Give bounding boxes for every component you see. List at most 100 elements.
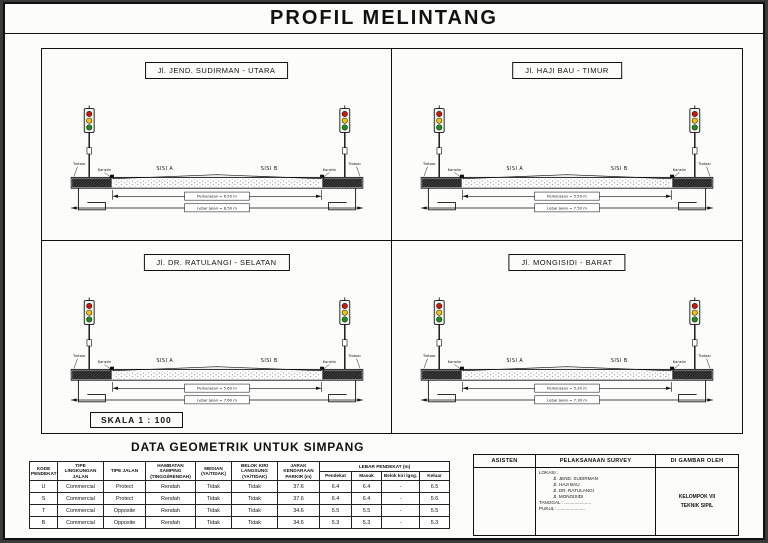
table-cell: T	[29, 504, 58, 518]
sub-header: Pendekat	[319, 470, 352, 482]
table-cell: 37.6	[277, 492, 320, 506]
road-deck	[70, 366, 363, 381]
street-label: Jl. MONGISIDI - BARAT	[508, 254, 626, 271]
road-deck	[420, 366, 714, 381]
table-cell: -	[381, 492, 420, 506]
col-header: HAMBATAN SAMPING (TINGGI/RENDAH)	[145, 460, 196, 482]
col-header: TIPE LINGKUNGAN JALAN	[57, 460, 104, 482]
col-header-group: LEBAR PENDEKAT (m)	[318, 461, 451, 472]
table-cell: S	[29, 492, 58, 506]
traffic-light-icon	[689, 105, 701, 178]
title-block-header-asisten: ASISTEN	[474, 455, 536, 468]
table-cell: 5.5	[351, 504, 382, 518]
col-header: TIPE JALAN	[103, 460, 146, 482]
svg-text:Kanstin: Kanstin	[448, 168, 461, 172]
sisi-a-label: SISI A	[156, 166, 173, 172]
sub-header: Keluar	[418, 470, 451, 482]
col-header: JARAK KENDARAAN PARKIR (m)	[277, 460, 320, 482]
table-cell: Rendah	[145, 516, 196, 530]
title-block-asisten-cell	[474, 468, 536, 535]
table-cell: 5.5	[319, 504, 352, 518]
sisi-b-label: SISI B	[260, 166, 277, 172]
table-cell: Commercial	[57, 492, 104, 506]
geo-table: KODE PENDEKAT TIPE LINGKUNGAN JALAN TIPE…	[29, 460, 451, 530]
drawing-sheet: PROFIL MELINTANG Jl. JEND. SUDIRMAN - UT…	[3, 2, 765, 540]
title-strip: PROFIL MELINTANG	[5, 4, 763, 34]
dimension-boxes: Perkerasan = 6.50 m Lebar Jalan = 8.50 m	[183, 191, 250, 213]
tanggal-line: TANGGAL : .....................	[539, 499, 592, 505]
table-cell: Rendah	[145, 480, 196, 494]
lokasi-street: Jl. JEND. SUDIRMAN	[553, 475, 598, 481]
title-block: ASISTEN PELAKSANAAN SURVEY DI GAMBAR OLE…	[473, 454, 739, 536]
lokasi-street: Jl. MONGISIDI	[553, 493, 584, 499]
svg-text:Trotoar: Trotoar	[72, 354, 86, 358]
table-cell: Commercial	[57, 516, 104, 530]
svg-text:Trotoar: Trotoar	[72, 162, 86, 166]
traffic-light-icon	[338, 297, 350, 370]
traffic-light-icon	[433, 297, 445, 370]
table-cell: U	[29, 480, 58, 494]
col-header: KODE PENDEKAT	[29, 460, 58, 482]
sub-header: Belok kiri lgsg.	[381, 470, 420, 482]
sisi-a-label: SISI A	[506, 358, 523, 364]
table-cell: 34.6	[277, 516, 320, 530]
table-cell: Protect	[103, 480, 146, 494]
table-cell: 5.3	[319, 516, 352, 530]
svg-text:Trotoar: Trotoar	[697, 354, 711, 358]
table-cell: Tidak	[195, 480, 232, 494]
dim1-label: Perkerasan = 6.50 m	[197, 195, 237, 199]
table-cell: Tidak	[231, 516, 278, 530]
table-cell: 5.3	[418, 516, 451, 530]
dim2-label: Lebar Jalan = 7.50 m	[547, 206, 587, 210]
street-label: Jl. JEND. SUDIRMAN - UTARA	[144, 62, 289, 79]
sub-header: Masuk	[351, 470, 382, 482]
table-cell: -	[381, 480, 420, 494]
traffic-light-icon	[433, 105, 445, 178]
table-cell: Tidak	[195, 516, 232, 530]
title-block-header-drawnby: DI GAMBAR OLEH	[656, 455, 738, 468]
traffic-light-icon	[338, 105, 350, 178]
dim2-label: Lebar Jalan = 8.50 m	[197, 206, 237, 210]
svg-text:Kanstin: Kanstin	[673, 168, 686, 172]
gutter-profiles	[77, 380, 356, 403]
svg-text:Kanstin: Kanstin	[673, 360, 686, 364]
pukul-line: PUKUL : .....................	[539, 505, 585, 511]
table-cell: 6.5	[418, 480, 451, 494]
dim1-label: Perkerasan = 5.50 m	[547, 195, 587, 199]
table-cell: -	[381, 504, 420, 518]
table-cell: Tidak	[231, 492, 278, 506]
table-cell: Protect	[103, 492, 146, 506]
table-cell: 6.4	[319, 480, 352, 494]
svg-text:Trotoar: Trotoar	[347, 162, 361, 166]
table-cell: Rendah	[145, 492, 196, 506]
svg-text:Kanstin: Kanstin	[97, 168, 110, 172]
quadrant-sudirman-utara: Jl. JEND. SUDIRMAN - UTARA SISI A SISI B T…	[42, 49, 392, 241]
svg-text:Kanstin: Kanstin	[448, 360, 461, 364]
sisi-b-label: SISI B	[611, 358, 628, 364]
dim2-label: Lebar Jalan = 7.30 m	[547, 398, 587, 402]
sisi-a-label: SISI A	[156, 358, 173, 364]
dim1-label: Perkerasan = 5.60 m	[197, 387, 237, 391]
col-header: MEDIAN (YA/TIDAK)	[195, 460, 232, 482]
svg-text:Trotoar: Trotoar	[422, 354, 436, 358]
road-deck	[70, 174, 363, 189]
table-cell: -	[381, 516, 420, 530]
table-cell: 6.4	[351, 480, 382, 494]
scale-label: SKALA 1 : 100	[90, 412, 183, 428]
dimension-boxes: Perkerasan = 5.50 m Lebar Jalan = 7.50 m	[534, 191, 600, 213]
